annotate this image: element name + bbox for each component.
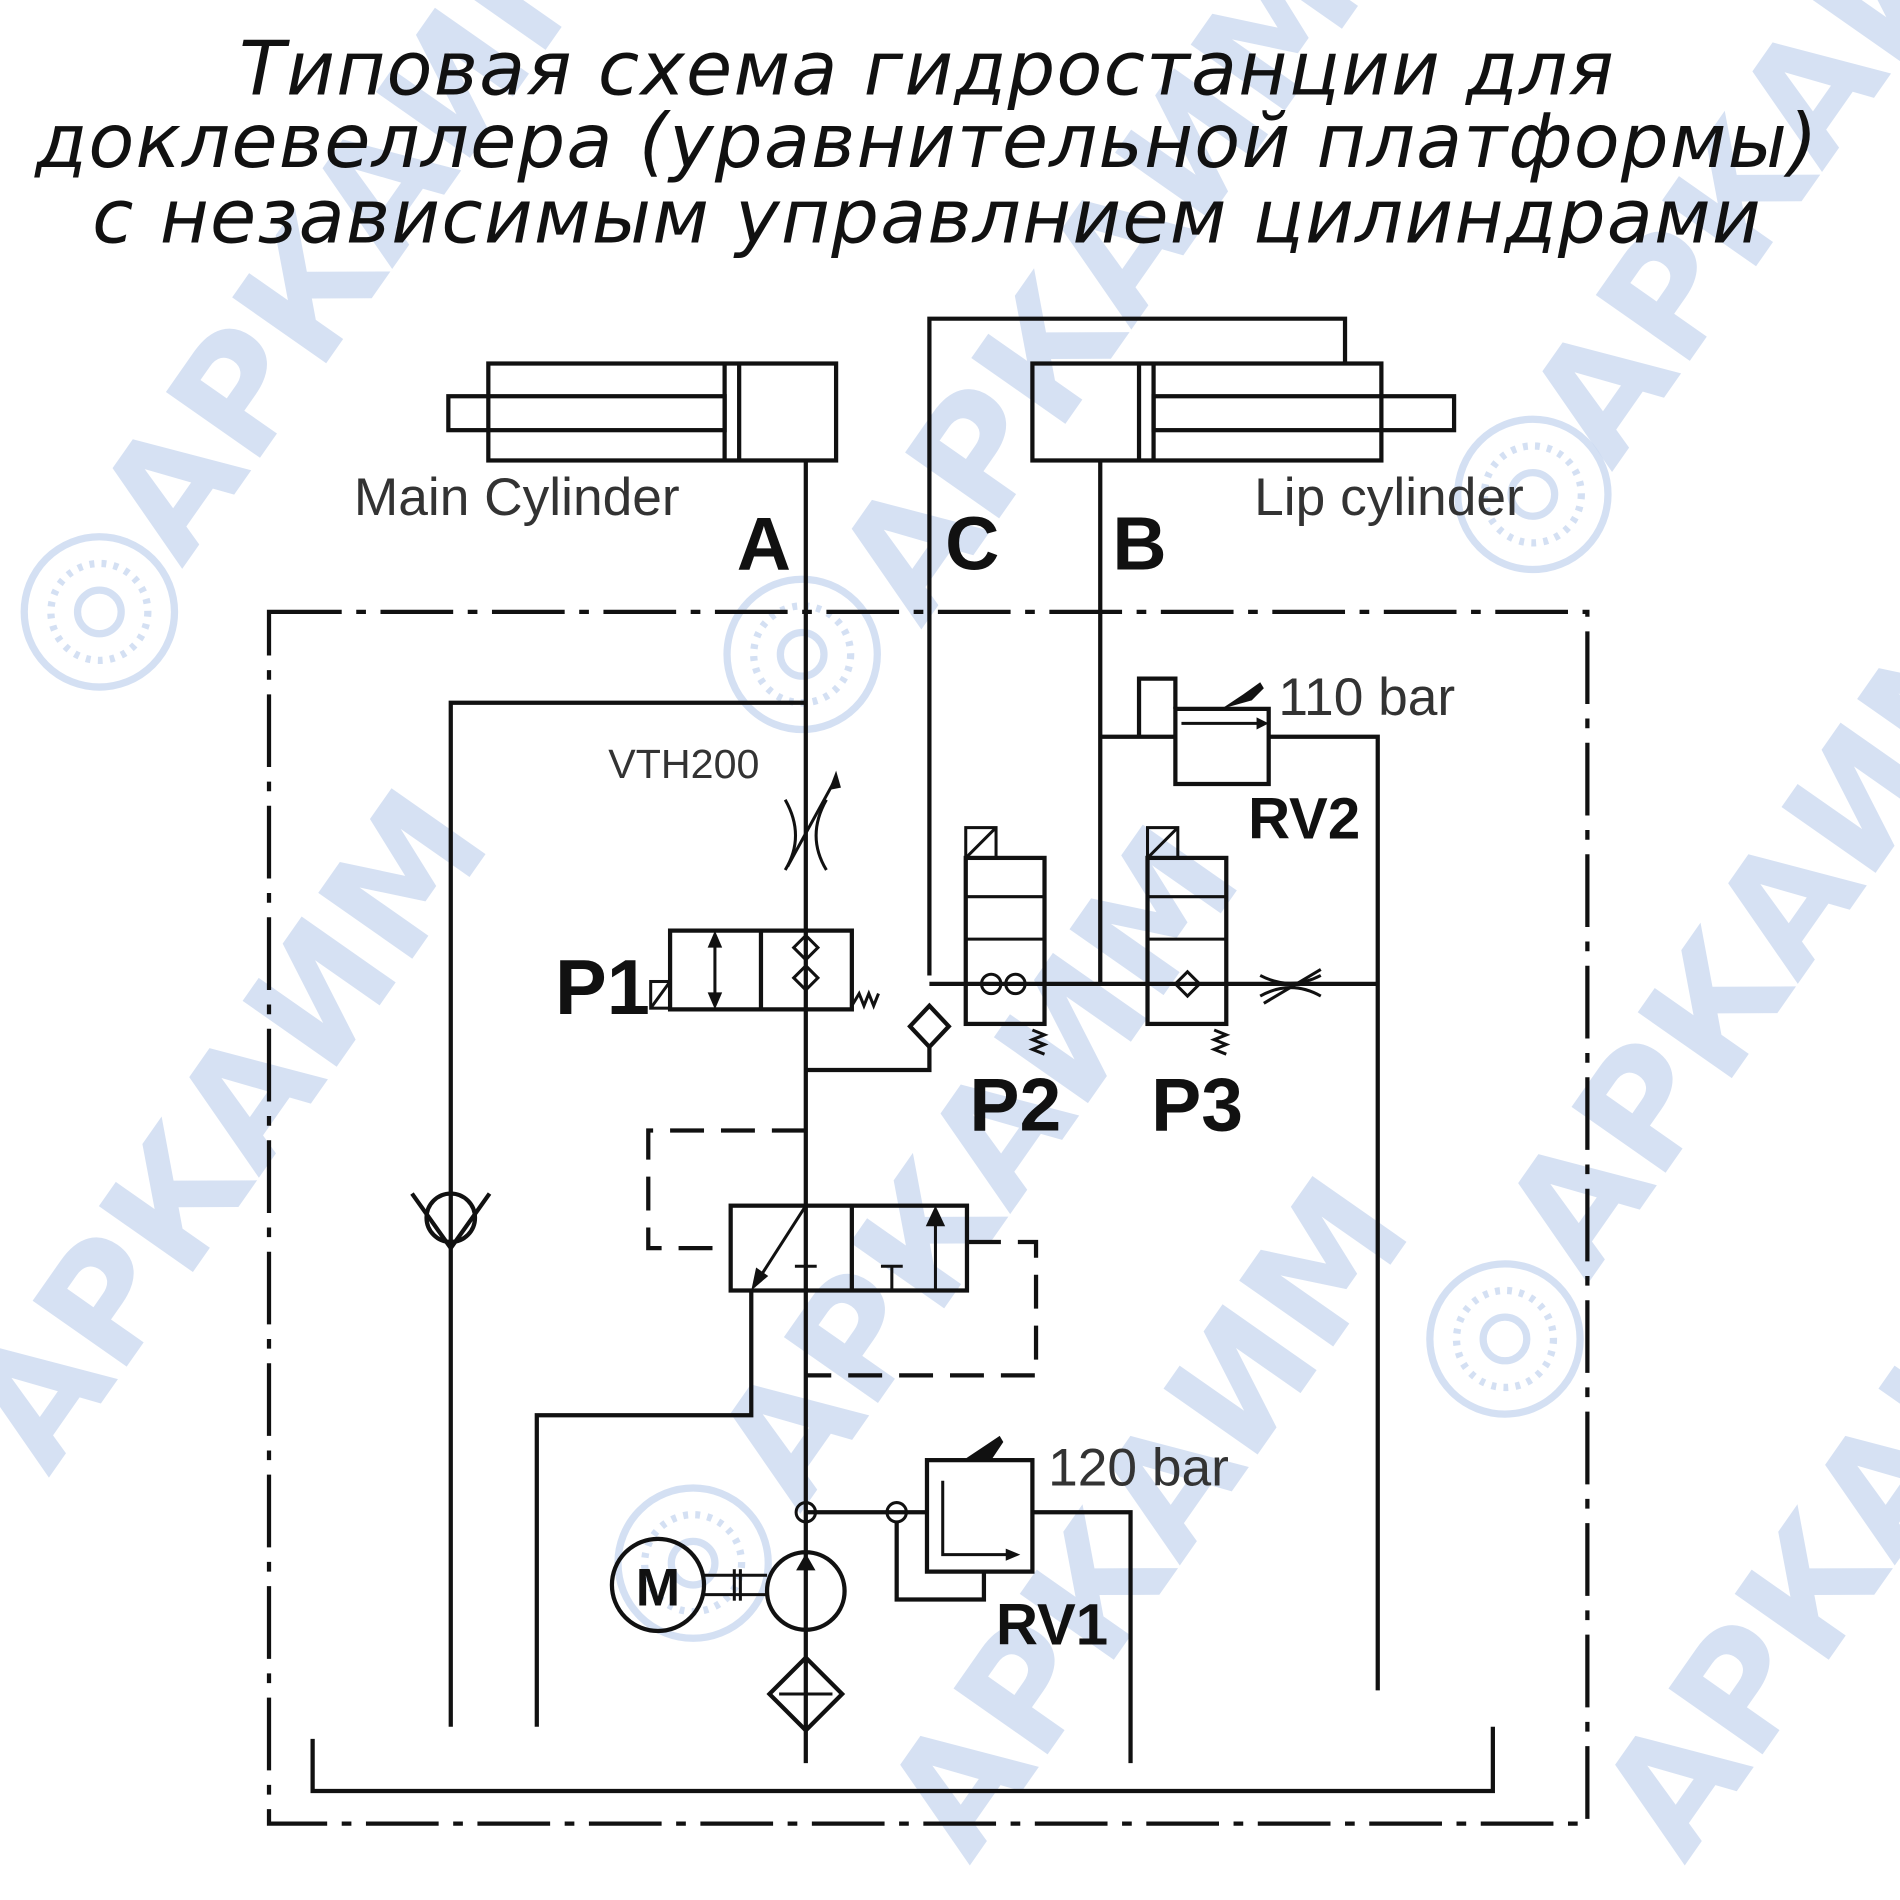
check-valve-c xyxy=(907,1002,952,1051)
motor-coupling xyxy=(704,1569,768,1601)
relief-valve-rv2 xyxy=(1173,682,1271,787)
valve-p2 xyxy=(963,826,1049,1056)
pump xyxy=(764,1550,847,1632)
lip-cylinder-label: Lip cylinder xyxy=(1254,468,1524,527)
main-cylinder xyxy=(446,361,839,463)
watermark-logo xyxy=(20,533,179,691)
p2-label: P2 xyxy=(969,1063,1061,1147)
junction xyxy=(794,1501,818,1524)
filter xyxy=(766,1654,846,1734)
motor-label: M xyxy=(636,1559,680,1618)
throttle-valve-lip xyxy=(1259,968,1322,1005)
lip-cylinder xyxy=(1030,361,1457,463)
port-c-label: C xyxy=(945,502,999,586)
watermark-logo xyxy=(1454,415,1612,574)
check-valve-return xyxy=(410,1191,492,1252)
watermark-logo xyxy=(1426,1260,1584,1418)
watermark-text: АРКАИМ xyxy=(0,759,525,1500)
pilot-valve xyxy=(728,1203,970,1293)
rv1-label: RV1 xyxy=(996,1592,1108,1657)
p3-label: P3 xyxy=(1151,1063,1243,1147)
rv1-pressure: 120 bar xyxy=(1048,1439,1229,1498)
rv2-label: RV2 xyxy=(1248,787,1360,852)
p1-label: P1 xyxy=(555,945,650,1031)
throttle-valve-vth200 xyxy=(783,770,841,871)
valve-p3 xyxy=(1145,826,1231,1056)
power-unit-boundary xyxy=(266,609,1590,1826)
watermark-logo xyxy=(723,575,881,734)
pilot-lines xyxy=(646,1128,1039,1378)
motor xyxy=(609,1536,707,1634)
title-line-2: доклевеллера (уравнительной платформы) xyxy=(33,97,1818,185)
main-cylinder-label: Main Cylinder xyxy=(354,468,680,527)
watermark-text: АРКАИМ xyxy=(1469,565,1900,1306)
throttle-label: VTH200 xyxy=(608,741,759,787)
relief-valve-rv1 xyxy=(924,1435,1035,1574)
rv2-pressure: 110 bar xyxy=(1278,668,1455,727)
pilot-tap xyxy=(885,1501,908,1524)
port-b-label: B xyxy=(1112,502,1166,586)
port-a-label: A xyxy=(737,502,791,586)
valve-p1 xyxy=(649,928,880,1012)
title-line-3: с независимым управлнием цилиндрами xyxy=(92,172,1762,260)
title-line-1: Типовая схема гидростанции для xyxy=(239,25,1615,113)
